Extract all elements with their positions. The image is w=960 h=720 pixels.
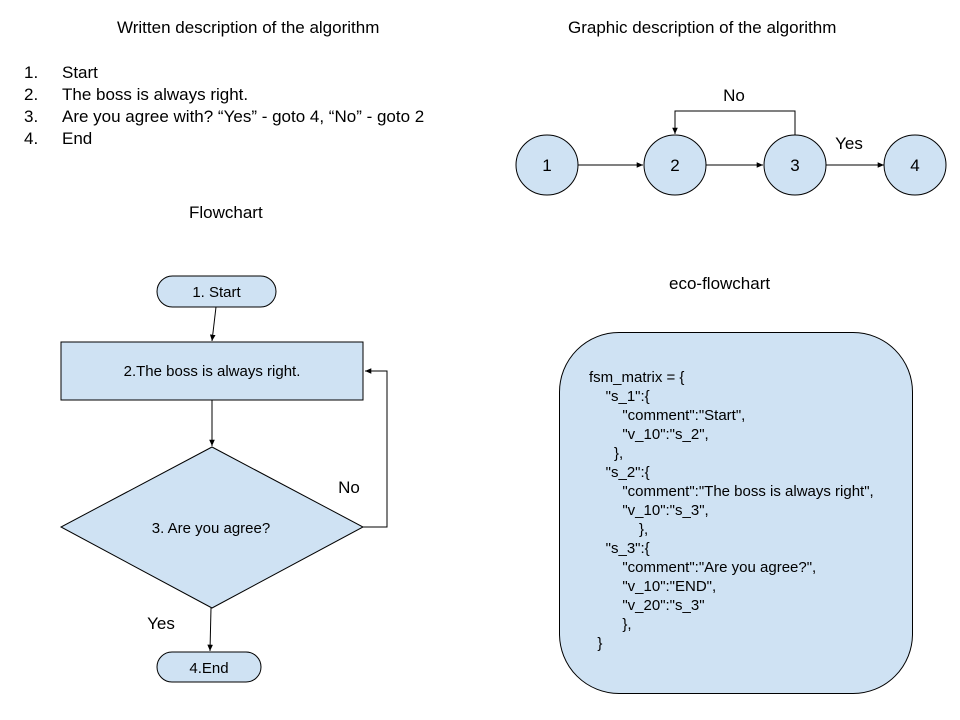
flow-arrow-start-process xyxy=(209,306,217,342)
flow-start-terminal xyxy=(156,275,277,308)
graphic-description-title: Graphic description of the algorithm xyxy=(568,18,837,37)
step-item: 3. Are you agree with? “Yes” - goto 4, “N… xyxy=(24,106,424,128)
written-description-title: Written description of the algorithm xyxy=(117,18,380,37)
step-number: 4. xyxy=(24,129,39,148)
step-text: Start xyxy=(62,63,98,82)
written-steps-list: 1. Start 2. The boss is always right. 3. Ar… xyxy=(24,62,424,150)
flow-process-box xyxy=(60,341,364,401)
eco-flowchart-title: eco-flowchart xyxy=(669,274,771,293)
flow-start-label: 1. Start xyxy=(192,284,241,301)
step-item: 1. Start xyxy=(24,62,424,84)
flowchart: 1. Start 2.The boss is always right. 3. … xyxy=(59,275,388,683)
step-item: 4. End xyxy=(24,128,424,150)
graph-node-2-label: 2 xyxy=(670,156,679,175)
flowchart-title: Flowchart xyxy=(189,203,263,222)
step-item: 2. The boss is always right. xyxy=(24,84,424,106)
flow-end-terminal xyxy=(156,651,262,683)
flow-arrow-decision-end xyxy=(207,607,213,652)
eco-flowchart-box xyxy=(559,332,913,694)
flow-decision-diamond xyxy=(59,446,365,609)
state-graph: 1 2 3 4 No Yes xyxy=(515,86,947,196)
graph-node-1-label: 1 xyxy=(542,156,551,175)
flow-yes-label: Yes xyxy=(147,614,175,633)
graph-node-1 xyxy=(515,134,579,196)
flow-no-label: No xyxy=(338,478,360,497)
graph-node-3 xyxy=(763,134,827,196)
graph-node-4 xyxy=(883,134,947,196)
flow-decision-label: 3. Are you agree? xyxy=(152,520,270,537)
step-text: End xyxy=(62,129,93,148)
step-number: 1. xyxy=(24,63,39,82)
step-number: 3. xyxy=(24,107,39,126)
fsm-matrix-code: fsm_matrix = { "s_1":{ "comment":"Start"… xyxy=(589,369,874,652)
step-text: The boss is always right. xyxy=(62,85,249,104)
graph-node-4-label: 4 xyxy=(910,156,919,175)
graph-node-3-label: 3 xyxy=(790,156,799,175)
step-text: Are you agree with? “Yes” - goto 4, “No”… xyxy=(62,107,425,126)
graph-node-2 xyxy=(643,134,707,196)
flow-arrow-no-loop xyxy=(363,368,388,528)
flow-process-label: 2.The boss is always right. xyxy=(124,363,301,380)
flow-end-label: 4.End xyxy=(189,660,228,677)
graph-no-label: No xyxy=(723,86,745,105)
edge-3-2-loop xyxy=(672,110,796,135)
step-number: 2. xyxy=(24,85,39,104)
graph-yes-label: Yes xyxy=(835,134,863,153)
